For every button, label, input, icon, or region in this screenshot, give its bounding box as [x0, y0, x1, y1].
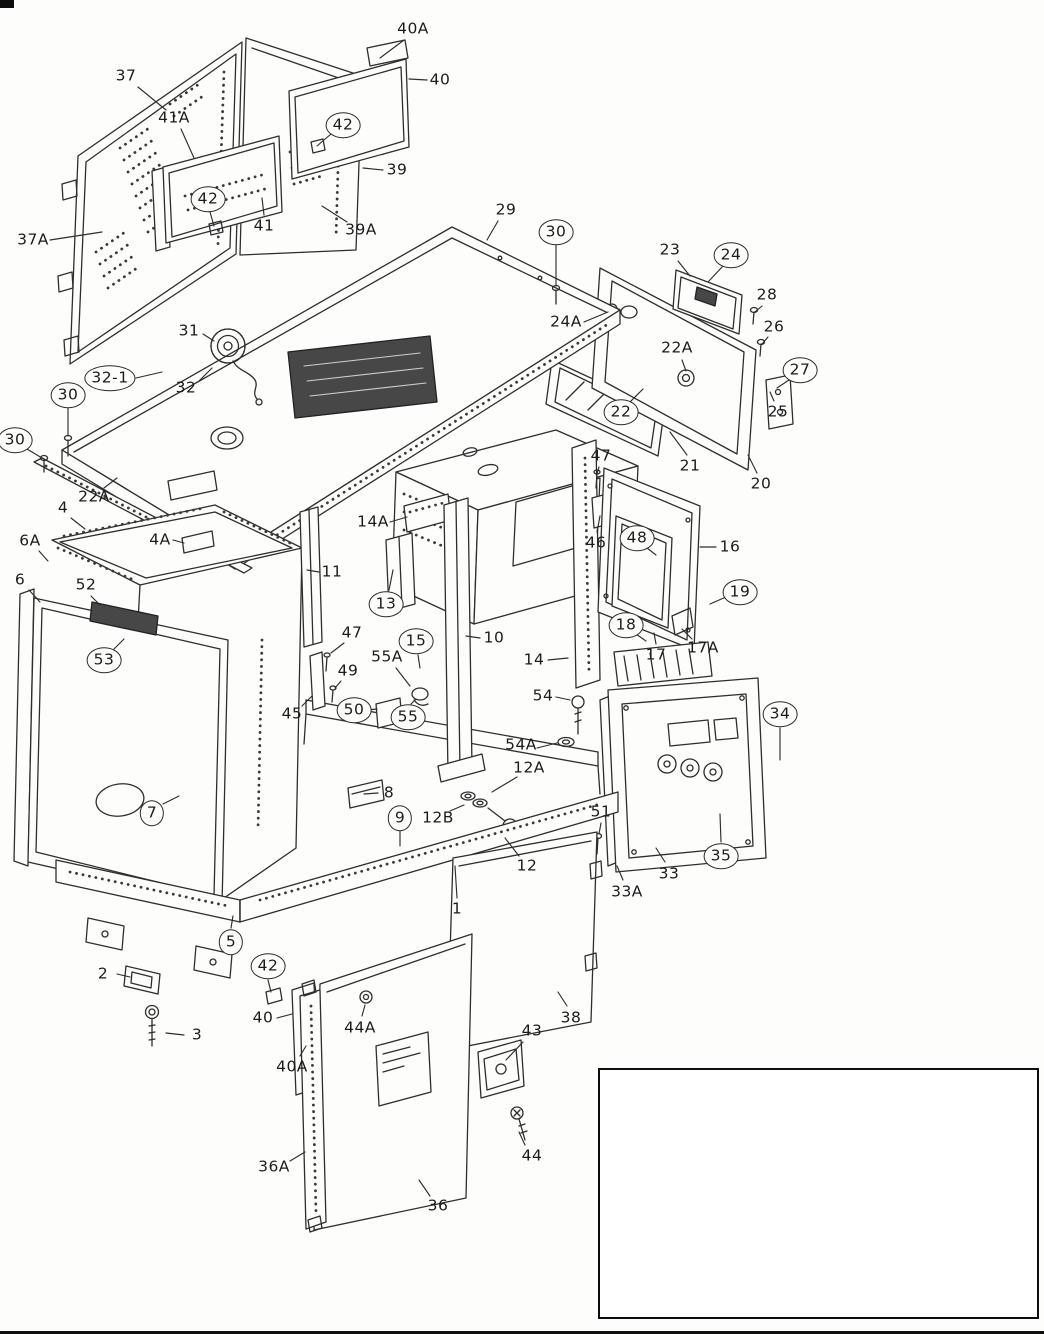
part-label-19: 19 — [722, 579, 758, 605]
part-label-36: 36 — [427, 1196, 449, 1215]
part-label-9: 9 — [387, 805, 413, 831]
part-label-39A: 39A — [345, 220, 377, 239]
page-bottom-rule — [0, 1331, 1044, 1334]
part-label-24: 24 — [713, 242, 749, 268]
part-label-41A: 41A — [158, 108, 190, 127]
part-label-23: 23 — [659, 240, 681, 259]
part-label-24A: 24A — [550, 312, 582, 331]
part-label-27: 27 — [782, 357, 818, 383]
part-label-42: 42 — [325, 112, 361, 138]
part-label-40A: 40A — [397, 19, 429, 38]
control-panel-group — [599, 641, 767, 873]
part-label-4A: 4A — [149, 530, 171, 549]
part-label-36A: 36A — [258, 1157, 290, 1176]
part-label-52: 52 — [75, 575, 97, 594]
part-label-2: 2 — [97, 964, 109, 983]
part-label-17: 17 — [645, 645, 667, 664]
part-label-41: 41 — [253, 216, 275, 235]
part-label-49: 49 — [337, 661, 359, 680]
part-label-55A: 55A — [371, 647, 403, 666]
bottom-panels-group — [265, 831, 603, 1233]
part-label-6A: 6A — [19, 531, 41, 550]
part-label-40: 40 — [429, 70, 451, 89]
part-label-44A: 44A — [344, 1018, 376, 1037]
roof-panel-group — [61, 226, 621, 570]
part-label-55: 55 — [390, 704, 426, 730]
leader-lines — [26, 39, 790, 1197]
base-frame-group — [55, 791, 619, 1047]
part-label-54A: 54A — [505, 735, 537, 754]
part-label-38: 38 — [560, 1008, 582, 1027]
part-label-6: 6 — [14, 570, 26, 589]
part-label-8: 8 — [383, 783, 395, 802]
part-label-53: 53 — [86, 647, 122, 673]
part-label-14A: 14A — [357, 512, 389, 531]
corner-scan-mark — [0, 0, 14, 8]
part-label-45: 45 — [281, 704, 303, 723]
part-label-44: 44 — [521, 1146, 543, 1165]
part-label-39: 39 — [386, 160, 408, 179]
rear-panel-group — [57, 37, 410, 365]
part-label-21: 21 — [679, 456, 701, 475]
part-label-48: 48 — [619, 525, 655, 551]
part-label-34: 34 — [762, 701, 798, 727]
part-label-4: 4 — [57, 498, 69, 517]
part-label-18: 18 — [608, 612, 644, 638]
part-label-25: 25 — [767, 402, 789, 421]
part-label-13: 13 — [368, 591, 404, 617]
part-label-10: 10 — [483, 628, 505, 647]
part-label-26: 26 — [763, 317, 785, 336]
part-label-46: 46 — [585, 533, 607, 552]
part-label-37A: 37A — [17, 230, 49, 249]
part-label-22A: 22A — [78, 487, 110, 506]
part-label-1: 1 — [451, 899, 463, 918]
part-label-30: 30 — [538, 219, 574, 245]
part-label-42: 42 — [190, 186, 226, 212]
part-label-33: 33 — [658, 864, 680, 883]
part-label-31: 31 — [178, 321, 200, 340]
left-enclosure-group — [13, 504, 303, 907]
part-label-32: 32 — [175, 378, 197, 397]
part-label-33A: 33A — [611, 882, 643, 901]
notes-box — [598, 1068, 1039, 1319]
part-label-32-1: 32-1 — [84, 365, 136, 391]
part-label-11: 11 — [321, 562, 343, 581]
part-label-40A: 40A — [276, 1057, 308, 1076]
part-label-5: 5 — [218, 929, 244, 955]
part-label-12A: 12A — [513, 758, 545, 777]
part-label-15: 15 — [398, 628, 434, 654]
part-label-29: 29 — [495, 200, 517, 219]
part-label-16: 16 — [719, 537, 741, 556]
support-channels-group — [299, 439, 617, 783]
part-label-43: 43 — [521, 1021, 543, 1040]
part-label-22: 22 — [603, 399, 639, 425]
part-label-28: 28 — [756, 285, 778, 304]
part-label-3: 3 — [191, 1025, 203, 1044]
part-label-7: 7 — [139, 800, 165, 826]
part-label-20: 20 — [750, 474, 772, 493]
part-label-17A: 17A — [687, 638, 719, 657]
part-label-37: 37 — [115, 66, 137, 85]
part-label-12B: 12B — [422, 808, 454, 827]
part-label-22A: 22A — [661, 338, 693, 357]
part-label-47: 47 — [341, 623, 363, 642]
part-label-50: 50 — [336, 697, 372, 723]
part-label-14: 14 — [523, 650, 545, 669]
part-label-35: 35 — [703, 843, 739, 869]
part-label-40: 40 — [252, 1008, 274, 1027]
part-label-47: 47 — [590, 446, 612, 465]
part-label-42: 42 — [250, 953, 286, 979]
part-label-51: 51 — [590, 802, 612, 821]
part-label-30: 30 — [0, 427, 33, 453]
part-label-54: 54 — [532, 686, 554, 705]
part-label-30: 30 — [50, 382, 86, 408]
part-label-12: 12 — [516, 856, 538, 875]
